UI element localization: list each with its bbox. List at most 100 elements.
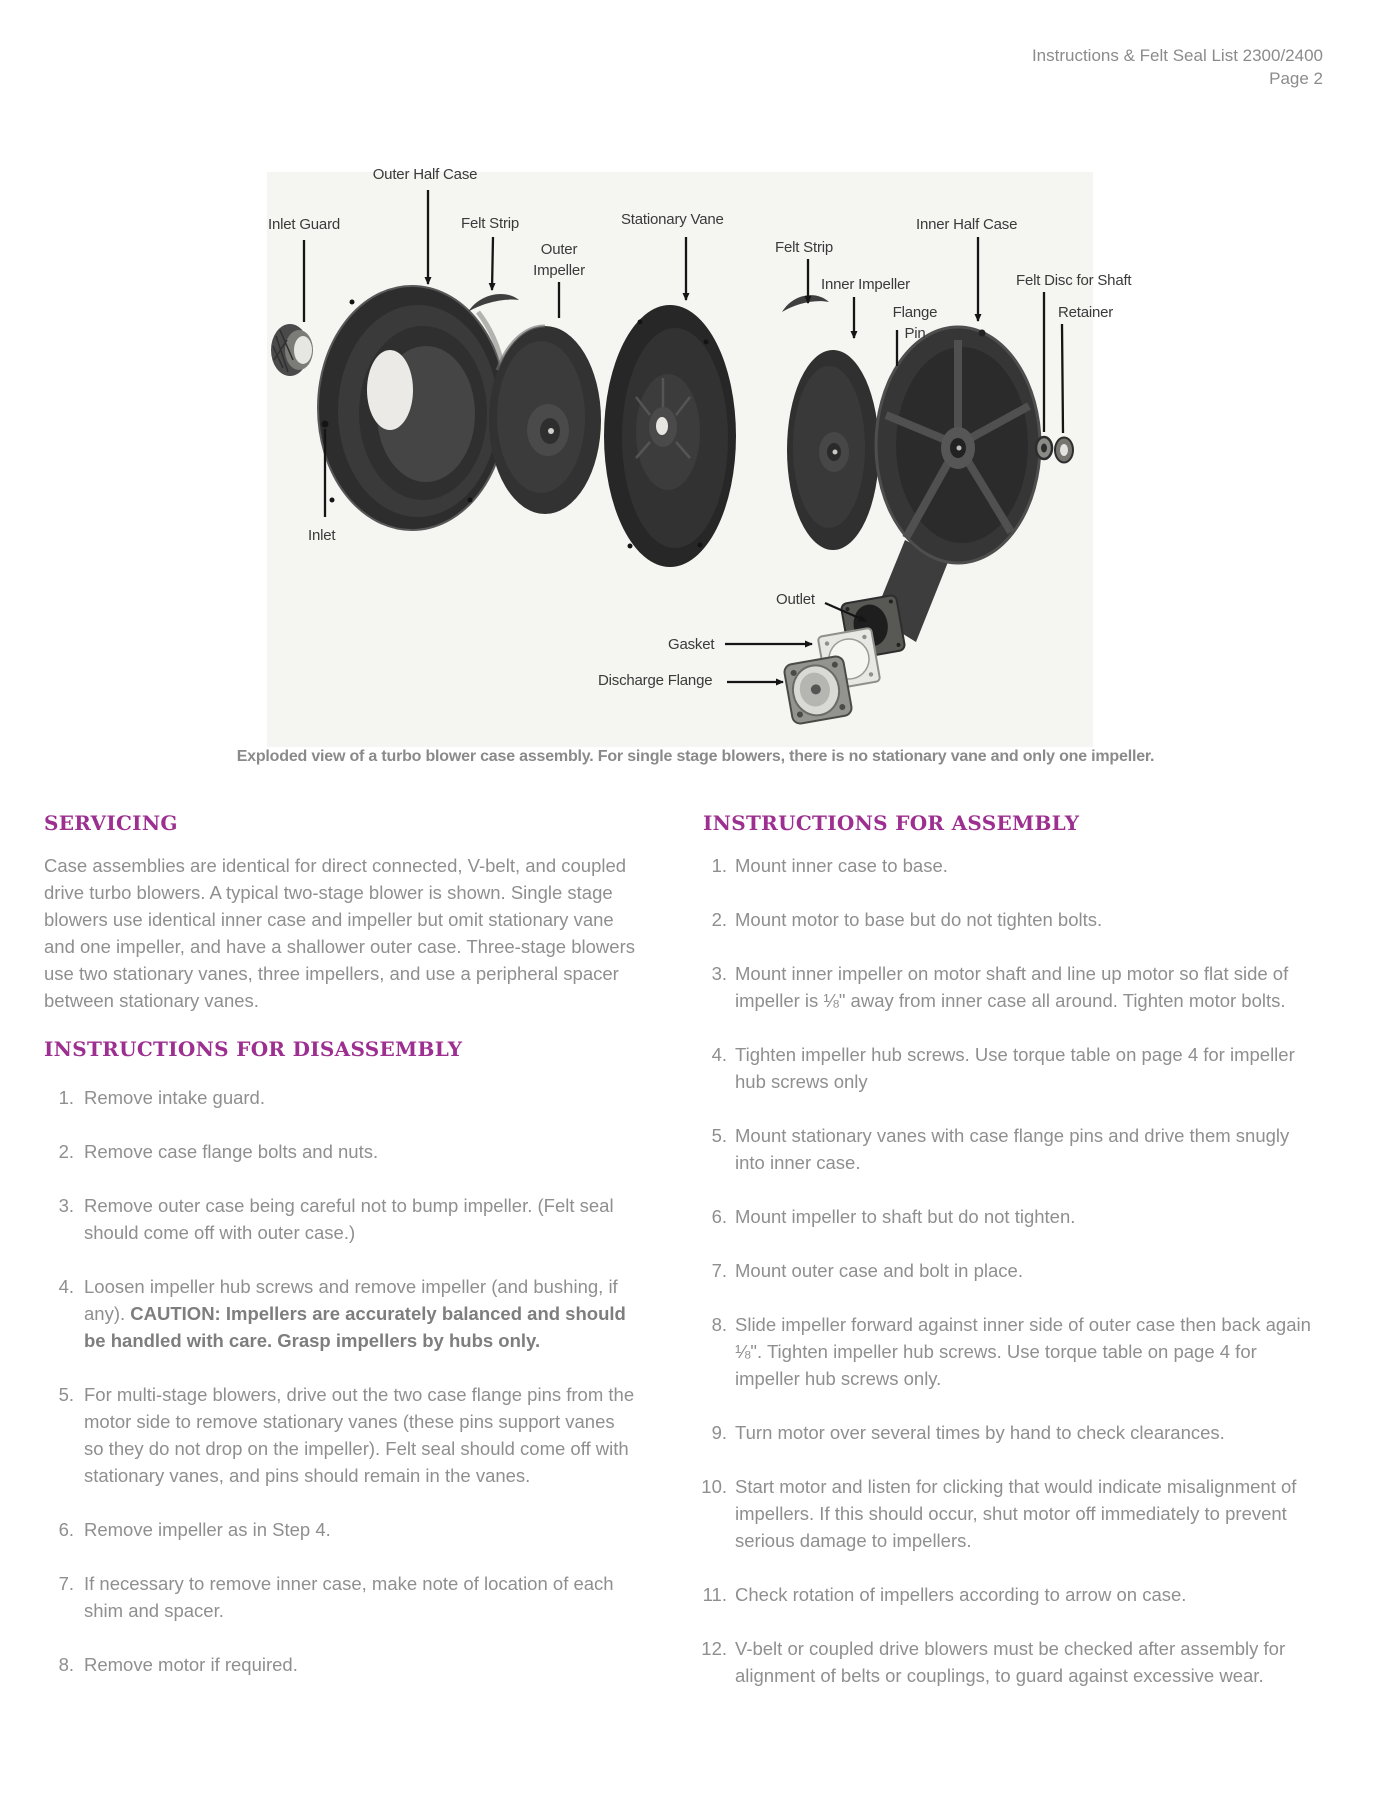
step-number: 9. [711, 1422, 727, 1443]
label-inner-impeller: Inner Impeller [821, 276, 910, 293]
assembly-step: 1. Mount inner case to base. [695, 852, 1311, 879]
step-text: Remove motor if required. [84, 1654, 298, 1675]
step-number: 10. [701, 1476, 727, 1497]
assembly-steps: 1. Mount inner case to base. 2. Mount moto… [695, 852, 1311, 1689]
left-column: SERVICING Case assemblies are identical … [44, 810, 638, 1705]
step-number: 5. [711, 1125, 727, 1146]
assembly-step: 7. Mount outer case and bolt in place. [695, 1257, 1311, 1284]
felt-strip-1-part [468, 293, 519, 312]
assembly-step: 8. Slide impeller forward against inner s… [695, 1311, 1311, 1392]
outer-half-case-part [317, 285, 509, 531]
label-outer-impeller: Outer Impeller [533, 241, 585, 279]
disassembly-step: 6. Remove impeller as in Step 4. [44, 1516, 638, 1543]
label-inner-half-case: Inner Half Case [916, 216, 1018, 233]
step-text: For multi-stage blowers, drive out the t… [84, 1384, 635, 1486]
retainer-part [1054, 436, 1074, 464]
step-number: 6. [711, 1206, 727, 1227]
label-inlet-guard: Inlet Guard [268, 216, 341, 233]
disassembly-heading: INSTRUCTIONS FOR DISASSEMBLY [44, 1037, 463, 1061]
label-felt-disc-for-shaft: Felt Disc for Shaft [1016, 272, 1132, 289]
step-number: 12. [701, 1638, 727, 1659]
step-number: 2. [711, 909, 727, 930]
disassembly-step: 7. If necessary to remove inner case, mak… [44, 1570, 638, 1624]
inner-half-case-part [840, 325, 1042, 660]
step-text: If necessary to remove inner case, make … [84, 1573, 614, 1621]
assembly-step: 11. Check rotation of impellers according… [695, 1581, 1311, 1608]
label-stationary-vane: Stationary Vane [621, 211, 724, 228]
step-number: 3. [58, 1195, 74, 1216]
step-text: Remove impeller as in Step 4. [84, 1519, 331, 1540]
step-text: Mount impeller to shaft but do not tight… [735, 1206, 1076, 1227]
outer-impeller-part [489, 324, 601, 514]
disassembly-step: 3.Remove outer case being careful not to… [44, 1192, 638, 1246]
assembly-step: 9. Turn motor over several times by hand … [695, 1419, 1311, 1446]
servicing-paragraph: Case assemblies are identical for direct… [44, 855, 635, 1011]
step-number: 7. [58, 1573, 74, 1594]
assembly-step: 5. Mount stationary vanes with case flang… [695, 1122, 1311, 1176]
header-title: Instructions & Felt Seal List 2300/2400 [1031, 46, 1323, 65]
step-text: Slide impeller forward against inner sid… [735, 1314, 1311, 1389]
assembly-step: 2. Mount motor to base but do not tighten… [695, 906, 1311, 933]
step-number: 2. [58, 1141, 74, 1162]
step-number: 4. [58, 1276, 74, 1297]
step-text: Start motor and listen for clicking that… [735, 1476, 1297, 1551]
exploded-view-diagram [271, 190, 1074, 725]
inner-impeller-part [787, 350, 879, 550]
disassembly-step: 4. Loosen impeller hub screws and remove … [44, 1273, 638, 1354]
felt-strip-2-part [782, 295, 829, 312]
step-text: Mount inner case to base. [735, 855, 948, 876]
label-inlet: Inlet [308, 527, 336, 544]
inlet-indicator-dot [321, 420, 329, 428]
assembly-step: 12. V-belt or coupled drive blowers must … [695, 1635, 1311, 1689]
step-number: 1. [58, 1087, 74, 1108]
label-felt-strip-2: Felt Strip [775, 239, 834, 256]
inlet-guard-part [271, 324, 313, 376]
step-text: Check rotation of impellers according to… [735, 1584, 1187, 1605]
disassembly-steps: 1. Remove intake guard. 2. Remove case fla… [44, 1084, 638, 1678]
stationary-vane-part [604, 305, 736, 567]
step-number: 8. [58, 1654, 74, 1675]
label-felt-strip-1: Felt Strip [461, 215, 520, 232]
caution-text: CAUTION: Impellers are accurately balanc… [84, 1303, 626, 1351]
step-text: Tighten impeller hub screws. Use torque … [735, 1044, 1295, 1092]
step-number: 7. [711, 1260, 727, 1281]
disassembly-step: 2. Remove case flange bolts and nuts. [44, 1138, 638, 1165]
step-number: 6. [58, 1519, 74, 1540]
right-column: INSTRUCTIONS FOR ASSEMBLY 1. Mount inner … [695, 810, 1311, 1716]
step-number: 11. [702, 1584, 727, 1605]
disassembly-step: 8. Remove motor if required. [44, 1651, 638, 1678]
step-number: 1. [711, 855, 727, 876]
header-page-number: Page 2 [1269, 69, 1323, 88]
step-number: 8. [711, 1314, 727, 1335]
step-number: 4. [711, 1044, 727, 1065]
label-retainer: Retainer [1058, 304, 1114, 321]
step-number: 5. [58, 1384, 74, 1405]
assembly-step: 10. Start motor and listen for clicking t… [695, 1473, 1311, 1554]
step-text: Loosen impeller hub screws and remove im… [84, 1276, 626, 1351]
disassembly-step: 1. Remove intake guard. [44, 1084, 638, 1111]
label-gasket: Gasket [668, 636, 715, 653]
felt-disc-part [1034, 435, 1054, 461]
label-discharge-flange: Discharge Flange [598, 672, 713, 689]
step-text: Remove intake guard. [84, 1087, 265, 1108]
step-text: Remove case flange bolts and nuts. [84, 1141, 379, 1162]
label-flange-pin: Flange Pin [892, 304, 938, 342]
step-text: V-belt or coupled drive blowers must be … [735, 1638, 1286, 1686]
assembly-step: 6. Mount impeller to shaft but do not tig… [695, 1203, 1311, 1230]
assembly-step: 3. Mount inner impeller on motor shaft an… [695, 960, 1311, 1014]
step-number: 3. [711, 963, 727, 984]
page-header: Instructions & Felt Seal List 2300/2400 … [1032, 44, 1323, 90]
disassembly-step: 5. For multi-stage blowers, drive out the… [44, 1381, 638, 1489]
label-outer-half-case: Outer Half Case [372, 166, 478, 183]
step-text: Mount stationary vanes with case flange … [735, 1125, 1290, 1173]
assembly-step: 4. Tighten impeller hub screws. Use torqu… [695, 1041, 1311, 1095]
servicing-heading: SERVICING [44, 811, 178, 835]
step-text: Mount outer case and bolt in place. [735, 1260, 1023, 1281]
diagram-caption: Exploded view of a turbo blower case ass… [236, 748, 1155, 765]
step-text: Mount motor to base but do not tighten b… [735, 909, 1103, 930]
step-text: Turn motor over several times by hand to… [735, 1422, 1225, 1443]
label-outlet: Outlet [776, 591, 815, 608]
assembly-heading: INSTRUCTIONS FOR ASSEMBLY [703, 811, 1080, 835]
step-text: Mount inner impeller on motor shaft and … [735, 963, 1289, 1011]
